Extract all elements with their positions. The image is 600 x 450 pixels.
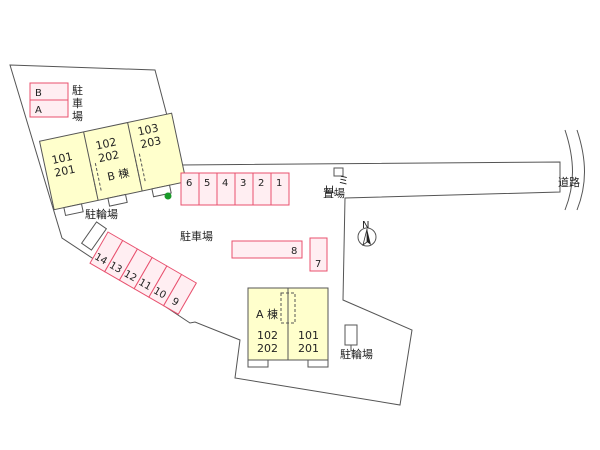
parking-space-1: 1	[276, 178, 282, 189]
parking-space-a: A	[35, 105, 42, 116]
parking-space-8-box	[231, 240, 303, 259]
parking-space-8: 8	[291, 246, 297, 257]
garbage-box	[333, 167, 344, 177]
b-unit-upper-2: 102	[94, 135, 117, 152]
parking-space-7-box	[309, 237, 328, 272]
building-b: 101 201 102 202 103 203 B 棟	[38, 112, 187, 217]
parking-space-6: 6	[186, 178, 192, 189]
parking-space-3: 3	[240, 178, 246, 189]
parking-row-top: 6 5 4 3 2 1	[180, 172, 290, 206]
parking-space-5: 5	[204, 178, 210, 189]
a-unit-lower-2: 201	[298, 342, 319, 355]
north-label: N	[362, 220, 369, 231]
parking-row-diagonal: 14 13 12 11 10 9	[89, 231, 198, 315]
parking-space-9: 9	[169, 296, 180, 309]
parking-top-left-char-1: 駐	[72, 83, 83, 97]
road-edge-1	[564, 129, 573, 211]
parking-space-2: 2	[258, 178, 264, 189]
parking-top-left-label: 駐 車 場	[72, 83, 83, 123]
garbage-char-1: ゴ	[323, 184, 337, 195]
b-unit-upper-3: 103	[136, 121, 159, 138]
bicycle-area-right	[344, 324, 358, 346]
a-unit-upper-2: 101	[298, 329, 319, 342]
garbage-label: ゴ ミ 置 場	[323, 174, 349, 200]
parking-top-left: B A	[29, 82, 69, 118]
bicycle-area-left	[80, 221, 108, 251]
bicycle-right-label: 駐輪場	[340, 347, 373, 361]
road-label: 道路	[558, 175, 580, 189]
parking-top-left-char-3: 場	[72, 110, 83, 123]
parking-space-7: 7	[315, 259, 321, 270]
bicycle-left-label: 駐輪場	[85, 207, 118, 221]
building-a-name: A 棟	[256, 307, 278, 321]
a-unit-lower-1: 202	[257, 342, 278, 355]
parking-main-label: 駐車場	[180, 229, 213, 243]
b-unit-lower-1: 201	[53, 163, 76, 180]
parking-top-left-char-2: 車	[72, 96, 83, 110]
garbage-char-2: ミ	[338, 174, 349, 187]
garbage-char-3: 置	[323, 187, 334, 200]
garbage-char-4: 場	[334, 187, 345, 200]
b-unit-upper-1: 101	[51, 150, 74, 167]
a-unit-upper-1: 102	[257, 329, 278, 342]
building-b-name: B 棟	[106, 165, 130, 183]
parking-space-b: B	[35, 88, 42, 99]
tree-icon	[164, 192, 172, 200]
parking-space-4: 4	[222, 178, 228, 189]
building-a: A 棟 102 202 101 201	[247, 287, 329, 368]
road-edge-2	[576, 129, 585, 211]
north-arrow-icon: N	[357, 220, 377, 247]
b-unit-lower-3: 203	[139, 134, 162, 151]
b-unit-lower-2: 202	[97, 148, 120, 165]
